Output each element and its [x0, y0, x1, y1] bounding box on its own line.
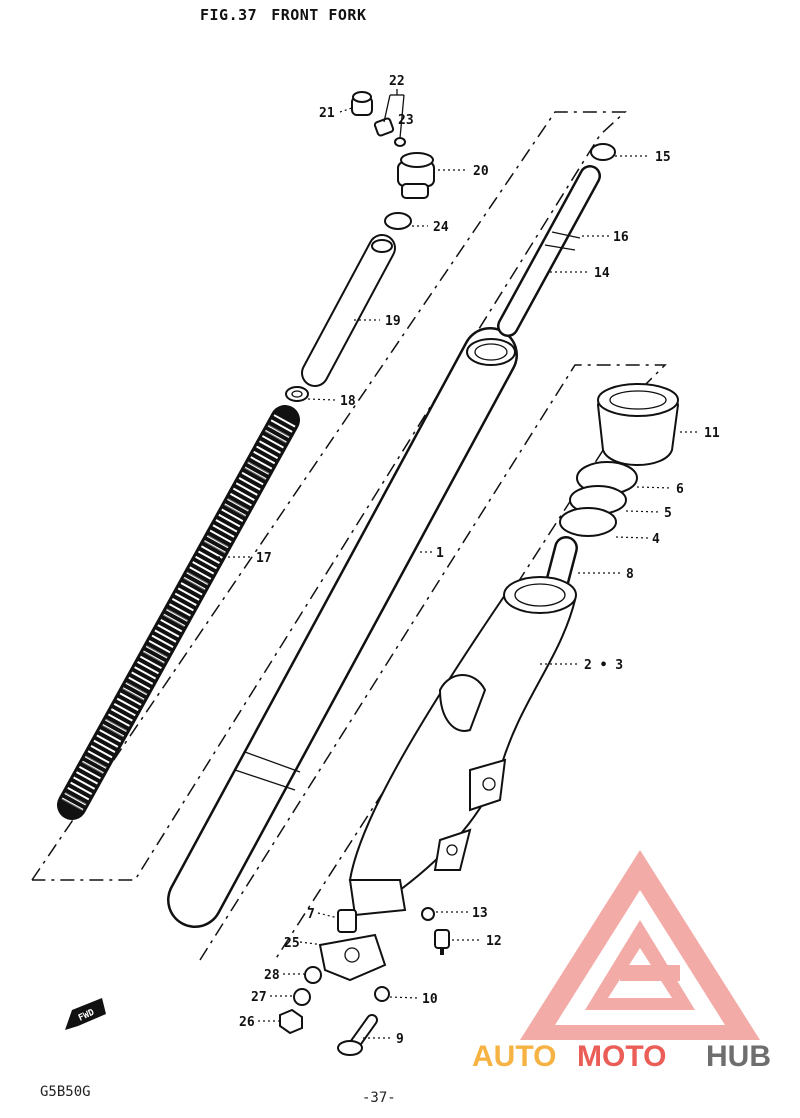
callout-24: 24 [433, 220, 449, 235]
callout-27: 27 [251, 990, 267, 1005]
callout-22: 22 [389, 74, 405, 89]
lock-washer [293, 988, 311, 1006]
watermark-text-hub: HUB [706, 1040, 771, 1073]
callout-15: 15 [655, 150, 671, 165]
oil-seal-retainer [559, 507, 617, 537]
rebound-spring-cap [590, 143, 616, 161]
callout-12: 12 [486, 934, 502, 949]
watermark-text-auto: AUTO [472, 1040, 556, 1073]
callout-10: 10 [422, 992, 438, 1007]
callout-4: 4 [652, 532, 660, 547]
callout-20: 20 [473, 164, 489, 179]
drain-screw [434, 929, 450, 955]
o-ring [384, 212, 412, 230]
fork-spring [57, 405, 300, 820]
page-number: -37- [362, 1090, 396, 1106]
callout-18: 18 [340, 394, 356, 409]
spring-washer [304, 966, 322, 984]
callout-26: 26 [239, 1015, 255, 1030]
figure-title: FIG.37 FRONT FORK [200, 6, 367, 24]
assembly-frame-right [199, 364, 667, 961]
callout-2-3: 2 • 3 [584, 658, 623, 673]
watermark-text-moto: MOTO [577, 1040, 666, 1073]
callout-28: 28 [264, 968, 280, 983]
leader-lines [218, 89, 700, 1039]
callout-5: 5 [664, 506, 672, 521]
watermark-logo [520, 850, 760, 1040]
callout-8: 8 [626, 567, 634, 582]
watermark-wordmark: AUTO MOTO HUB [472, 1040, 771, 1073]
callout-9: 9 [396, 1032, 404, 1047]
drawing-code: G5B50G [40, 1084, 91, 1100]
callout-23: 23 [398, 113, 414, 128]
fork-cap-bolt [397, 152, 435, 199]
callout-13: 13 [472, 906, 488, 921]
nut [279, 1008, 303, 1035]
axle-holder-nut [374, 986, 390, 1002]
callout-1: 1 [436, 546, 444, 561]
callout-11: 11 [704, 426, 720, 441]
washer [421, 907, 435, 921]
forward-direction-arrow: FWD [65, 998, 106, 1030]
damper-rod-bolt [337, 1014, 378, 1056]
callout-17: 17 [256, 551, 272, 566]
outer-tube [348, 576, 577, 917]
inner-tube [167, 327, 518, 928]
spacer-pipe [301, 234, 396, 387]
callout-19: 19 [385, 314, 401, 329]
dust-seal [596, 383, 680, 466]
spring-seat-washer [285, 386, 309, 402]
axle-holder [318, 933, 387, 982]
figure-number: FIG.37 [200, 6, 258, 24]
air-valve [373, 117, 406, 147]
callout-25: 25 [284, 936, 300, 951]
assembly-frame-left [31, 111, 627, 881]
callout-labels: 22 21 23 20 24 19 18 17 15 16 14 11 6 5 … [239, 74, 720, 1047]
stud-bolt [337, 909, 357, 933]
damper-rod [497, 165, 601, 337]
figure-name: FRONT FORK [271, 6, 367, 24]
callout-21: 21 [319, 106, 335, 121]
callout-6: 6 [676, 482, 684, 497]
air-valve-cap [351, 91, 373, 116]
callout-14: 14 [594, 266, 610, 281]
callout-7: 7 [307, 907, 315, 922]
callout-16: 16 [613, 230, 629, 245]
